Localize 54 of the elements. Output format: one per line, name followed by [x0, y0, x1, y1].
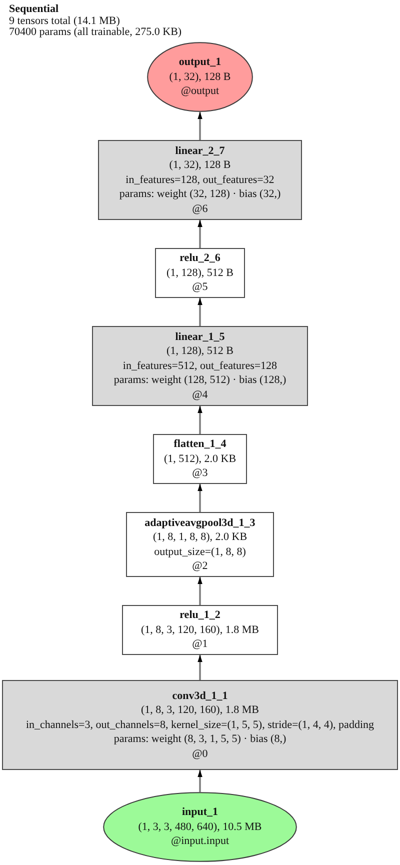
layer-attribute-text: params: weight (32, 128) · bias (32,) [119, 187, 281, 202]
arrow [198, 577, 202, 605]
node-name: flatten_1_4 [174, 437, 226, 452]
node-name: relu_2_6 [180, 251, 220, 266]
output-ellipse [147, 42, 253, 112]
node-name: output_1 [178, 55, 222, 70]
node-ref-label: @4 [192, 388, 208, 402]
node-ref-label: @output [180, 84, 220, 99]
arrow [198, 220, 202, 248]
tensor-shape-text: (1, 3, 3, 480, 640), 10.5 MB [138, 820, 262, 834]
node-name: linear_1_5 [175, 330, 225, 344]
arrow [198, 484, 202, 512]
arrow [198, 112, 202, 140]
layer-box [122, 605, 278, 655]
layer-attribute-text: in_features=128, out_features=32 [126, 172, 274, 188]
node-name: conv3d_1_1 [172, 688, 228, 704]
tensor-shape-text: (1, 32), 128 B [169, 158, 231, 173]
tensor-shape-text: (1, 128), 512 B [166, 266, 234, 280]
node-name: input_1 [182, 805, 218, 820]
tensor-shape-text: (1, 32), 128 B [169, 70, 231, 84]
layer-box [98, 140, 302, 220]
summary-text: 70400 params (all trainable, 275.0 KB) [9, 27, 182, 38]
tensor-shape-text: (1, 512), 2.0 KB [164, 452, 236, 466]
tensor-shape-text: (1, 8, 3, 120, 160), 1.8 MB [141, 622, 259, 638]
arrow [198, 655, 202, 680]
layer-attribute-text: output_size=(1, 8, 8) [154, 544, 246, 559]
layer-box [153, 434, 247, 484]
node-name: relu_1_2 [180, 608, 220, 623]
arrow [198, 298, 202, 326]
node-ref-label: @1 [192, 637, 208, 652]
layer-box [126, 512, 274, 577]
tensor-shape-text: (1, 128), 512 B [166, 344, 234, 359]
layer-box [2, 680, 398, 770]
input-ellipse [103, 792, 297, 862]
arrow [198, 406, 202, 434]
layer-attribute-text: params: weight (8, 3, 1, 5, 5) · bias (8,) [114, 732, 286, 747]
tensor-shape-text: (1, 8, 3, 120, 160), 1.8 MB [141, 703, 259, 718]
layer-attribute-text: in_channels=3, out_channels=8, kernel_size=(1, 5, 5), stride=(1, 4, 4), padding [26, 718, 374, 732]
node-ref-label: @6 [192, 202, 208, 216]
layer-attribute-text: in_features=512, out_features=128 [122, 358, 278, 374]
node-ref-label: @5 [192, 280, 208, 295]
layer-box [92, 326, 308, 406]
node-ref-label: @2 [192, 559, 208, 574]
node-name: linear_2_7 [175, 144, 225, 158]
layer-box [155, 248, 245, 298]
arrow [198, 770, 202, 792]
diagram-title: Sequential [9, 4, 59, 16]
layer-attribute-text: params: weight (128, 512) · bias (128,) [114, 373, 286, 388]
tensor-shape-text: (1, 8, 1, 8, 8), 2.0 KB [152, 530, 248, 544]
node-ref-label: @input.input [170, 834, 230, 849]
summary-text: 9 tensors total (14.1 MB) [9, 16, 120, 26]
node-name: adaptiveavgpool3d_1_3 [144, 516, 256, 530]
node-ref-label: @3 [192, 466, 208, 481]
node-ref-label: @0 [192, 746, 208, 762]
